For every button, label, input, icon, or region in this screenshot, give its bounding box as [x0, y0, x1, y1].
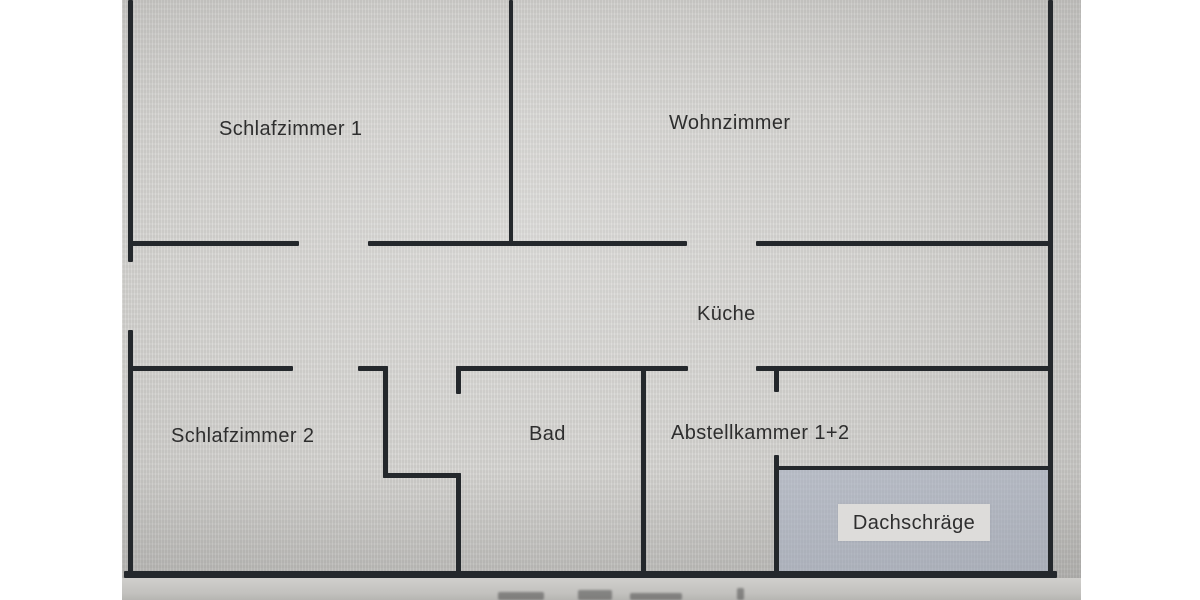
photo-bottom-strip	[122, 578, 1081, 600]
wall-jog-vertical	[383, 366, 388, 478]
wall-schlafzimmer2-top-stub	[358, 366, 388, 371]
room-label-bad: Bad	[529, 423, 566, 445]
wall-outer-left-upper	[128, 0, 133, 262]
wall-schlafzimmer2-top	[128, 366, 293, 371]
wall-dachschraege-left	[774, 455, 779, 578]
cutoff-caption-fragment	[498, 592, 544, 600]
room-label-abstellkammer: Abstellkammer 1+2	[671, 422, 850, 444]
cutoff-caption-fragment	[630, 593, 682, 600]
photo-margin-left	[0, 0, 122, 600]
room-label-dachschraege: Dachschräge	[852, 511, 976, 534]
wall-bad-door-jamb	[456, 366, 461, 394]
wall-top-band-bottom-right	[756, 241, 1053, 246]
wall-bad-left-lower	[456, 473, 461, 578]
dachschraege-label-box: Dachschräge	[838, 504, 990, 541]
cutoff-caption-fragment	[737, 588, 744, 600]
room-label-schlafzimmer-2: Schlafzimmer 2	[171, 425, 315, 447]
wall-divider-bad-abstellkammer	[641, 366, 646, 578]
photo-margin-right	[1081, 0, 1200, 600]
cutoff-caption-fragment	[578, 590, 612, 600]
wall-top-band-bottom-left	[128, 241, 299, 246]
wall-abstellkammer-door-jamb	[774, 366, 779, 392]
floorplan-canvas	[122, 0, 1081, 600]
wall-dachschraege-top-border	[774, 466, 1053, 470]
room-label-wohnzimmer: Wohnzimmer	[669, 112, 791, 134]
wall-abstellkammer-top	[756, 366, 1053, 371]
room-label-kueche: Küche	[697, 303, 756, 325]
wall-top-band-bottom-middle	[368, 241, 687, 246]
wall-outer-bottom	[124, 571, 1057, 578]
wall-outer-left-lower	[128, 330, 133, 578]
wall-divider-schlafzimmer1-wohnzimmer	[509, 0, 513, 245]
wall-jog-horizontal	[383, 473, 461, 478]
room-label-schlafzimmer-1: Schlafzimmer 1	[219, 118, 363, 140]
wall-outer-right	[1048, 0, 1053, 578]
wall-bad-top	[456, 366, 688, 371]
